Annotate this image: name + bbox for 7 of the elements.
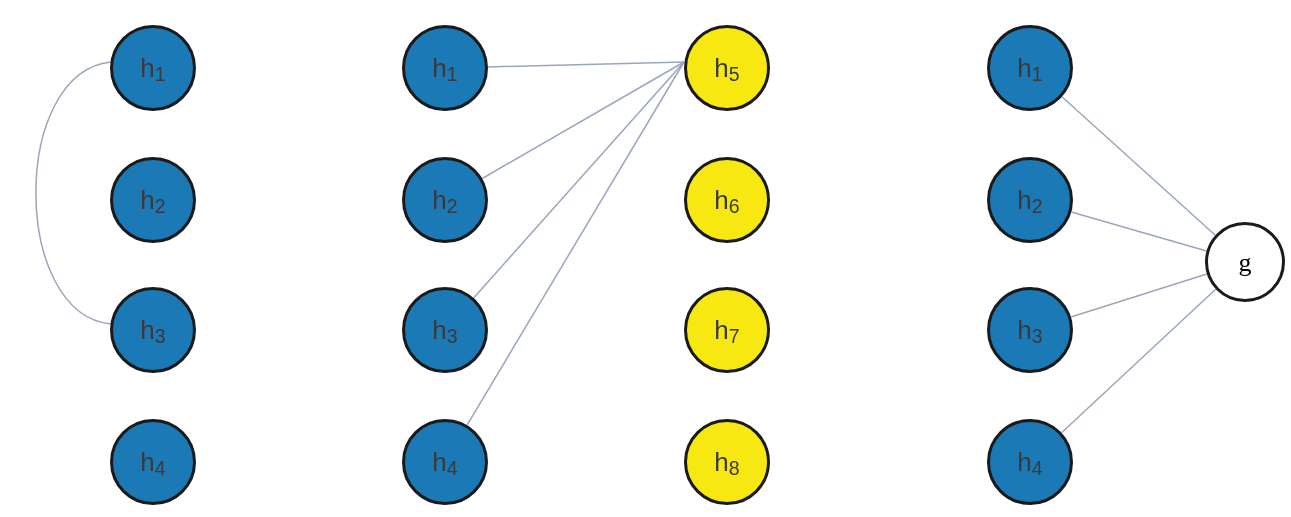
connector-line (1061, 96, 1217, 236)
connector-line (472, 61, 685, 299)
connector-line (35, 61, 112, 325)
connector-line (466, 61, 685, 426)
connector-line (487, 61, 685, 68)
connector-line (481, 61, 685, 180)
connector-line (1060, 288, 1217, 434)
